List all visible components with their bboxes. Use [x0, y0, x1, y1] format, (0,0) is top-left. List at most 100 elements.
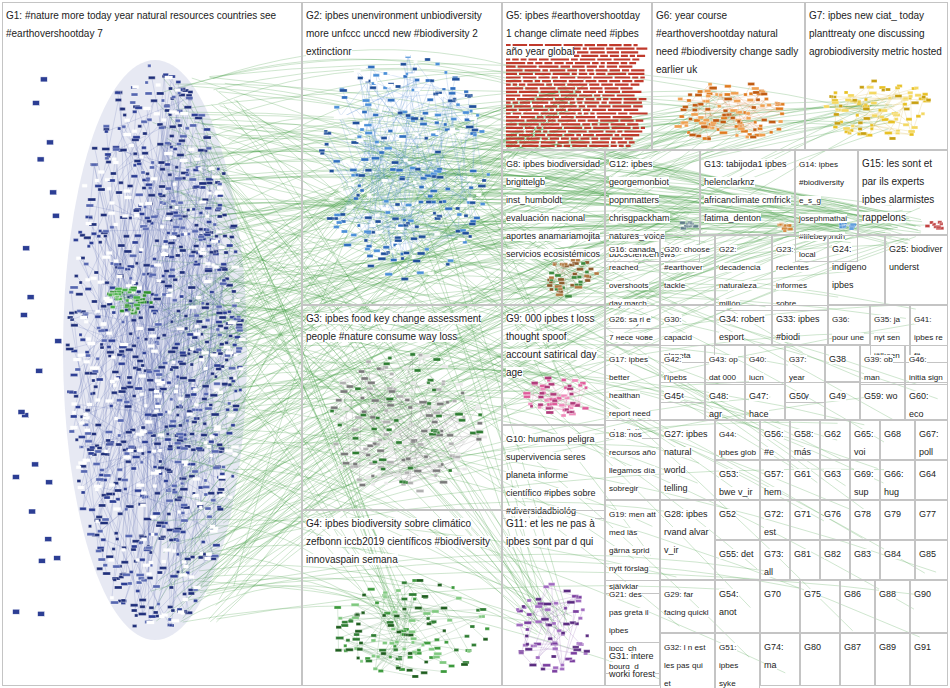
group-label: G53: bwe v_ir: [719, 469, 753, 497]
group-box: G67: poll: [915, 420, 948, 460]
group-box: G32: l n est les pas qui et: [660, 633, 715, 688]
group-label: G11: et les ne pas à ipbes sont par d qu…: [506, 518, 595, 547]
group-box: G3: ipbes food key change assessment peo…: [302, 305, 502, 510]
group-label: G40: iucn: [749, 355, 767, 382]
group-label: G52: [719, 509, 736, 519]
g15-vertices: [925, 221, 944, 230]
group-label: G9: 000 ipbes t loss thought spoof accou…: [506, 313, 597, 378]
group-box: G91: [910, 633, 948, 686]
group-box: G83: [850, 540, 880, 580]
group-box: G26: sa ri e 7 несе чове: [605, 305, 660, 345]
group-box: G6: year course #earthovershootday natur…: [652, 2, 805, 150]
group-box: G81: [790, 540, 820, 580]
group-box: G20: choose #earthover tackle: [660, 235, 715, 305]
group-label: G65: voi: [854, 429, 874, 457]
isolated-vertex: [46, 480, 53, 485]
group-label: G64: [919, 469, 936, 479]
group-label: G12: ipbes georgemonbiot popnmatters chr…: [609, 159, 675, 259]
isolated-vertex: [27, 295, 34, 300]
group-label: G57: hem: [764, 469, 784, 497]
g11-vertices: [522, 590, 590, 671]
group-box: G61: [790, 460, 820, 500]
g2-vertices: [319, 58, 486, 280]
group-box: G11: et les ne pas à ipbes sont par d qu…: [502, 510, 605, 686]
group-box: G24: indígeno ipbes: [828, 235, 885, 305]
group-box: G66: hug: [880, 460, 915, 500]
group-box: G49: [825, 382, 860, 420]
group-label: G50: [789, 391, 806, 401]
g9-vertices: [530, 377, 580, 414]
group-box: G85: [915, 540, 948, 580]
group-label: G28: ipbes rvand alvar v_ir: [664, 509, 709, 555]
group-box: G47: hace: [745, 382, 785, 420]
group-label: G45: [664, 391, 681, 401]
group-box: G73: all: [760, 540, 790, 580]
group-box: G57: hem: [760, 460, 790, 500]
g1-vertices: [70, 76, 245, 624]
group-label: G39: ob man: [864, 355, 893, 382]
group-box: G50: [785, 382, 825, 420]
group-box: G69: sup: [850, 460, 880, 500]
group-label: G33: ipbes #biodi: [776, 314, 820, 342]
group-label: G70: [764, 589, 781, 599]
group-label: G38: [829, 354, 846, 364]
group-box: G62: [820, 420, 850, 460]
group-box: G75: [800, 580, 840, 633]
group-box: G22: decadencia naturaleza millón: [715, 235, 772, 311]
isolated-vertex: [29, 509, 36, 514]
group-box: G18: nos recursos año llegamos día sobre…: [605, 420, 660, 500]
group-box: G64: [915, 460, 948, 500]
group-box: G23: recientes informes sobre: [772, 235, 828, 311]
group-box: G38: [825, 345, 860, 382]
group-label: G63: [824, 469, 841, 479]
g3-vertices: [333, 353, 482, 492]
group-label: G26: sa ri e 7 несе чове: [609, 315, 653, 342]
isolated-vertex: [40, 77, 47, 82]
group-box: G7: ipbes new ciat_ today planttreaty on…: [805, 2, 948, 150]
group-label: G55: det: [719, 549, 754, 559]
group-box: G77: [915, 500, 948, 540]
group-label: G6: year course #earthovershootday natur…: [656, 10, 798, 75]
group-label: G4: ipbes biodiversity sobre climático z…: [306, 518, 490, 565]
group-box: G51: ipbes syke: [715, 633, 760, 688]
group-label: G62: [824, 429, 841, 439]
group-label: G1: #nature more today year natural reso…: [6, 10, 276, 39]
isolated-vertex: [32, 462, 39, 467]
group-box: G17: ipbes better healthan report need a…: [605, 345, 660, 439]
group-label: G44: ipbes glob: [719, 430, 756, 457]
group-box: G1: #nature more today year natural reso…: [2, 2, 302, 686]
g6-vertices: [681, 83, 776, 141]
isolated-vertex: [12, 475, 19, 480]
group-label: G74: ma: [764, 642, 784, 670]
g1-green-vertices: [108, 288, 140, 309]
group-box: G36: pour une: [828, 305, 870, 345]
group-label: G59: wo: [864, 391, 898, 401]
group-box: G79: [880, 500, 915, 540]
group-label: G22: decadencia naturaleza millón: [719, 245, 760, 308]
group-label: G7: ipbes new ciat_ today planttreaty on…: [809, 10, 942, 57]
group-box: G5: ipbes #earthovershootday 1 change cl…: [502, 2, 652, 150]
group-label: G18: nos recursos año llegamos día sobre…: [609, 430, 656, 493]
group-box: G58: más: [790, 420, 820, 460]
g7-vertices: [829, 80, 931, 140]
isolated-vertex: [47, 140, 54, 145]
isolated-vertex: [38, 611, 45, 616]
group-box: G13: tabijoda1 ipbes helenclarknz africa…: [700, 150, 795, 235]
group-box: G44: ipbes glob: [715, 420, 760, 460]
group-box: G88: [875, 580, 910, 633]
group-box: G55: det: [715, 540, 760, 580]
group-box: G29: far facing quickl: [660, 580, 715, 633]
isolated-vertex: [50, 190, 57, 195]
group-label: G82: [824, 549, 841, 559]
group-label: G81: [794, 549, 811, 559]
group-box: G45: [660, 382, 705, 420]
group-box: G8: ipbes biodiversidad brigittelgb inst…: [502, 150, 605, 305]
group-label: G27: ipbes natural world telling: [664, 429, 708, 493]
group-label: G49: [829, 391, 846, 401]
g12-vertices: [680, 221, 699, 229]
group-box: G72: est: [760, 500, 790, 540]
group-box: G53: bwe v_ir: [715, 460, 760, 500]
group-label: G68: [884, 429, 901, 439]
group-box: G59: wo: [860, 382, 905, 420]
